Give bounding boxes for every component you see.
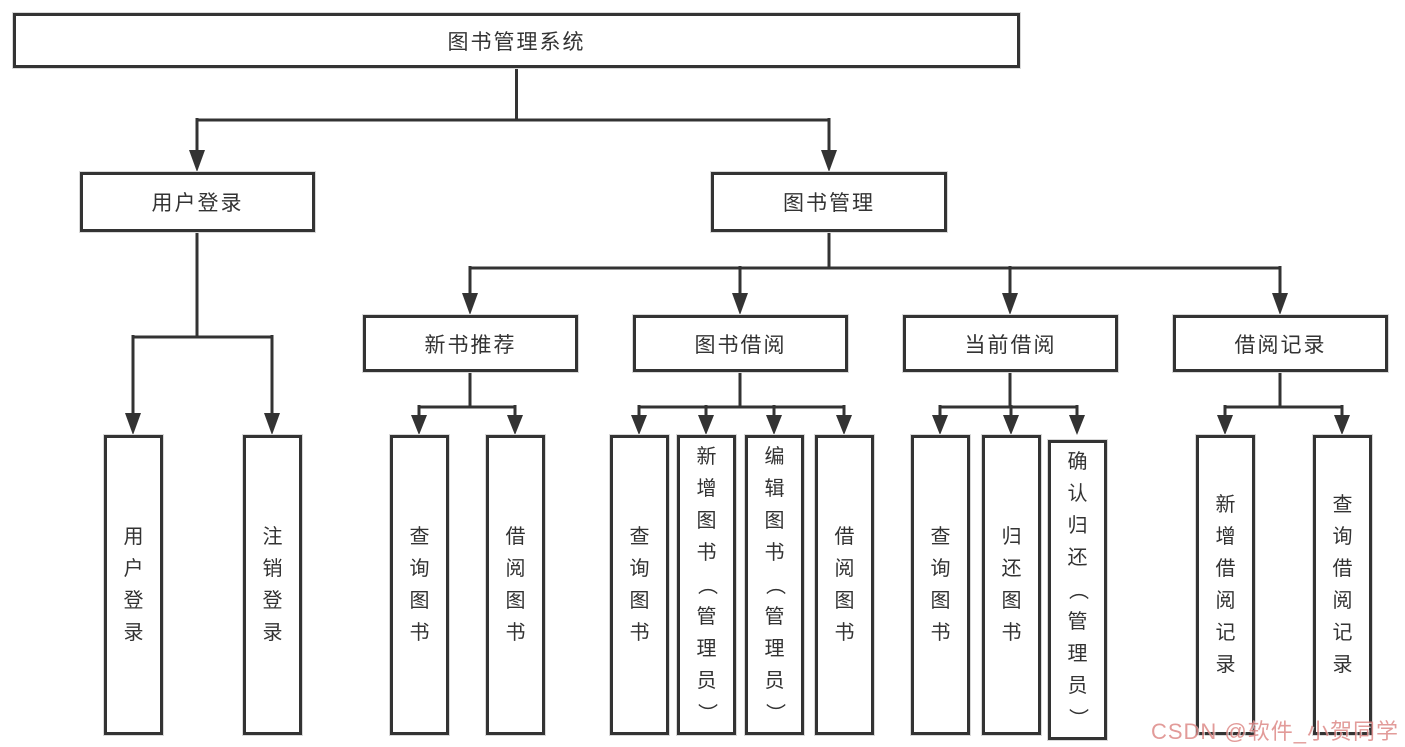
leaf-add-book-admin: 新增图书 （ 管理员 ） [677,435,736,735]
vertical-char: 图 [409,590,430,612]
leaf-query-books-recommend: 查询图书 [390,435,449,735]
vertical-char: 图 [1001,590,1022,612]
vertical-char: 借 [505,526,526,548]
vertical-char: 借 [834,526,855,548]
vertical-char: 员 [764,670,785,692]
vertical-char: 注 [262,526,283,548]
leaf-query-borrow-record: 查询借阅记录 [1313,435,1372,735]
vertical-char: 阅 [505,558,526,580]
vertical-char: 登 [262,590,283,612]
node-user-login: 用户登录 [80,172,315,232]
vertical-char: 借 [1332,558,1353,580]
vertical-char: 归 [1067,515,1088,537]
vertical-char: 询 [1332,526,1353,548]
vertical-char: 书 [696,542,717,564]
vertical-char: 员 [1067,675,1088,697]
vertical-char: 图 [629,590,650,612]
vertical-char: ） [1066,708,1089,728]
vertical-char: 新 [696,446,717,468]
vertical-char: 书 [409,622,430,644]
vertical-char: （ [695,575,718,595]
node-borrowing-records: 借阅记录 [1173,315,1388,372]
vertical-char: 编 [764,446,785,468]
leaf-edit-book-admin: 编辑图书 （ 管理员 ） [745,435,804,735]
vertical-char: 增 [1215,526,1236,548]
vertical-char: 书 [930,622,951,644]
vertical-char: ） [695,703,718,723]
leaf-return-books: 归还图书 [982,435,1041,735]
node-library-system: 图书管理系统 [13,13,1020,68]
vertical-char: 管 [1067,611,1088,633]
vertical-char: 还 [1067,547,1088,569]
vertical-char: 图 [930,590,951,612]
vertical-char: 确 [1067,451,1088,473]
vertical-char: 销 [262,558,283,580]
vertical-char: 户 [123,558,144,580]
vertical-char: 图 [505,590,526,612]
vertical-char: 书 [1001,622,1022,644]
vertical-char: 录 [262,622,283,644]
leaf-query-books-current: 查询图书 [911,435,970,735]
vertical-char: （ [1066,580,1089,600]
vertical-char: 书 [834,622,855,644]
node-book-management: 图书管理 [711,172,947,232]
leaf-logout: 注销登录 [243,435,302,735]
node-new-book-recommend: 新书推荐 [363,315,578,372]
leaf-add-borrow-record: 新增借阅记录 [1196,435,1255,735]
csdn-watermark: CSDN @软件_小贺同学 [1150,719,1399,744]
leaf-borrow-books-recommend: 借阅图书 [486,435,545,735]
vertical-char: 归 [1001,526,1022,548]
leaf-borrow-books: 借阅图书 [815,435,874,735]
leaf-confirm-return-admin: 确认归还 （ 管理员 ） [1048,440,1107,740]
vertical-char: 增 [696,478,717,500]
vertical-char: 查 [1332,494,1353,516]
vertical-char: 记 [1332,622,1353,644]
vertical-char: 用 [123,526,144,548]
vertical-char: 阅 [1332,590,1353,612]
vertical-char: 书 [505,622,526,644]
vertical-char: 记 [1215,622,1236,644]
vertical-char: 还 [1001,558,1022,580]
vertical-char: 书 [629,622,650,644]
vertical-char: 查 [409,526,430,548]
vertical-char: （ [763,575,786,595]
vertical-char: 理 [764,638,785,660]
vertical-char: 查 [629,526,650,548]
vertical-char: 录 [1332,654,1353,676]
vertical-char: 管 [696,606,717,628]
vertical-char: 询 [629,558,650,580]
vertical-char: 阅 [1215,590,1236,612]
vertical-char: 询 [409,558,430,580]
vertical-char: 询 [930,558,951,580]
vertical-char: ） [763,703,786,723]
node-current-borrowing: 当前借阅 [903,315,1118,372]
vertical-char: 录 [123,622,144,644]
vertical-char: 员 [696,670,717,692]
vertical-char: 理 [1067,643,1088,665]
vertical-char: 理 [696,638,717,660]
vertical-char: 借 [1215,558,1236,580]
leaf-query-books-borrow: 查询图书 [610,435,669,735]
leaf-user-login: 用户登录 [104,435,163,735]
vertical-char: 图 [764,510,785,532]
vertical-char: 认 [1067,483,1088,505]
node-book-borrowing: 图书借阅 [633,315,848,372]
vertical-char: 管 [764,606,785,628]
vertical-char: 图 [834,590,855,612]
vertical-char: 登 [123,590,144,612]
vertical-char: 录 [1215,654,1236,676]
vertical-char: 新 [1215,494,1236,516]
vertical-char: 书 [764,542,785,564]
vertical-char: 查 [930,526,951,548]
vertical-char: 阅 [834,558,855,580]
vertical-char: 辑 [764,478,785,500]
vertical-char: 图 [696,510,717,532]
